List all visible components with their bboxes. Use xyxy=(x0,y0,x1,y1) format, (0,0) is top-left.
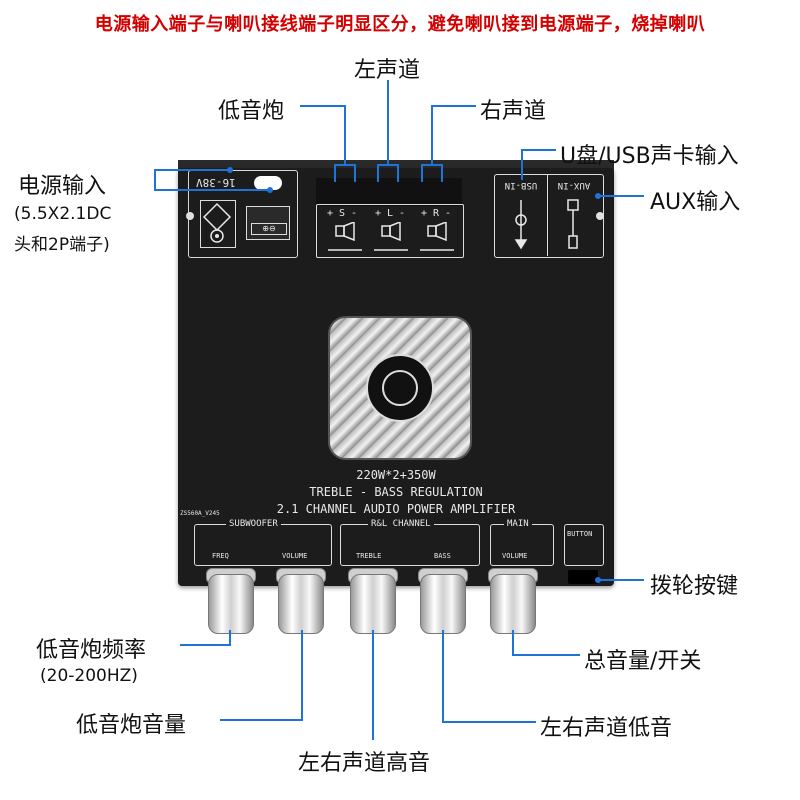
label-sub-volume: 低音炮音量 xyxy=(76,713,187,738)
label-usb-input: U盘/USB声卡输入 xyxy=(560,144,739,169)
speaker-mark-s: + S - xyxy=(326,208,358,219)
mount-hole-1 xyxy=(186,212,194,220)
rl-group-label: R&L CHANNEL xyxy=(368,519,434,529)
dc-symbol-icon xyxy=(202,202,232,243)
power-rating: 220W*2+350W xyxy=(356,468,436,482)
label-dial-button: 拨轮按键 xyxy=(650,574,739,599)
label-right-channel: 右声道 xyxy=(480,99,547,124)
input-panel xyxy=(494,174,604,258)
fan-logo-icon xyxy=(382,370,418,406)
button-group xyxy=(564,524,604,566)
warning-text: 电源输入端子与喇叭接线端子明显区分，避免喇叭接到电源端子，烧掉喇叭 xyxy=(94,14,706,35)
knob-label-sub-volume: VOLUME xyxy=(282,552,308,560)
knob-label-freq: FREQ xyxy=(212,552,229,560)
label-power-input-detail-1: (5.5X2.1DC xyxy=(14,204,112,224)
input-panel-divider xyxy=(547,174,548,256)
speaker-icons xyxy=(328,222,454,251)
speaker-mark-l: + L - xyxy=(374,208,406,219)
label-main-volume: 总音量/开关 xyxy=(584,649,702,674)
label-subwoofer: 低音炮 xyxy=(218,99,285,124)
label-power-input-detail-2: 头和2P端子) xyxy=(14,235,110,255)
freq-knob[interactable] xyxy=(208,574,254,634)
knob-label-bass: BASS xyxy=(434,552,451,560)
knob-label-main-volume: VOLUME xyxy=(502,552,528,560)
label-power-input: 电源输入 xyxy=(18,174,107,199)
button-group-label: BUTTON xyxy=(567,530,593,538)
mount-hole-2 xyxy=(596,212,604,220)
label-sub-freq-range: (20-200HZ) xyxy=(40,666,138,686)
label-aux-input: AUX输入 xyxy=(650,190,741,215)
subwoofer-group-label: SUBWOOFER xyxy=(226,519,281,529)
amplifier-text: 2.1 CHANNEL AUDIO POWER AMPLIFIER xyxy=(276,502,516,516)
speaker-mark-r: + R - xyxy=(420,208,452,219)
label-lr-bass: 左右声道低音 xyxy=(540,716,673,741)
label-sub-freq: 低音炮频率 xyxy=(36,638,147,663)
treble-knob[interactable] xyxy=(350,574,396,634)
terminal-2p-icon: ⊕⊖ xyxy=(246,206,290,240)
regulation-text: TREBLE - BASS REGULATION xyxy=(309,485,483,499)
dial-button[interactable] xyxy=(568,570,598,584)
knob-label-treble: TREBLE xyxy=(356,552,382,560)
model-text: ZS560A_V245 xyxy=(180,510,220,517)
main-group-label: MAIN xyxy=(504,519,532,529)
dc-power-icon xyxy=(200,200,236,248)
dc-jack xyxy=(254,176,282,190)
label-left-channel: 左声道 xyxy=(354,58,421,83)
label-lr-treble: 左右声道高音 xyxy=(298,751,431,776)
usb-icon xyxy=(514,200,528,250)
speaker-panel xyxy=(316,204,464,258)
speaker-terminal-block xyxy=(316,178,462,206)
sub-volume-knob[interactable] xyxy=(278,574,324,634)
aux-jack-icon xyxy=(567,199,579,249)
